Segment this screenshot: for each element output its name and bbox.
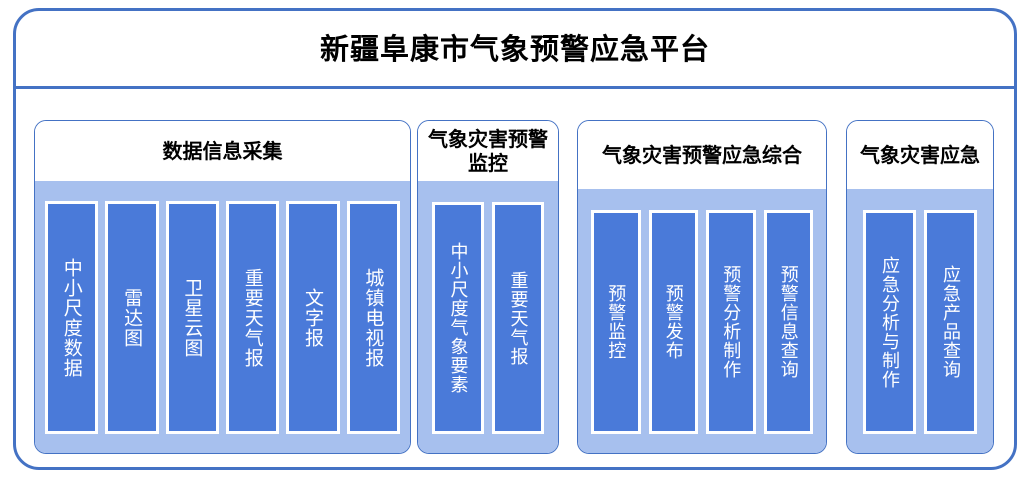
item-important-weather-report[interactable]: 重要天气报 bbox=[226, 201, 280, 434]
item-label: 预警监控 bbox=[605, 284, 627, 360]
item-text-report[interactable]: 文字报 bbox=[286, 201, 340, 434]
panel-title-disaster-emergency: 气象灾害应急 bbox=[847, 121, 993, 189]
item-label: 中小尺度数据 bbox=[60, 257, 83, 378]
item-town-tv-report[interactable]: 城镇电视报 bbox=[346, 201, 400, 434]
item-label: 应急产品查询 bbox=[940, 265, 962, 379]
panel-disaster-warning-monitoring[interactable]: 气象灾害预警监控 中小尺度气象要素 重要天气报 bbox=[417, 120, 559, 454]
panel-title-warning-emergency-integration: 气象灾害预警应急综合 bbox=[578, 121, 826, 189]
module-panels-row: 数据信息采集 中小尺度数据 雷达图 卫星云图 重要天气报 文字报 城 bbox=[13, 92, 1017, 470]
platform-title: 新疆阜康市气象预警应急平台 bbox=[13, 8, 1017, 89]
panel-body-warning-emergency-integration: 预警监控 预警发布 预警分析制作 预警信息查询 bbox=[578, 189, 826, 453]
panel-title-disaster-warning-monitoring: 气象灾害预警监控 bbox=[418, 121, 558, 181]
panel-body-data-collection: 中小尺度数据 雷达图 卫星云图 重要天气报 文字报 城镇电视报 bbox=[35, 181, 410, 453]
panel-body-disaster-warning-monitoring: 中小尺度气象要素 重要天气报 bbox=[418, 181, 558, 453]
item-label: 重要天气报 bbox=[241, 267, 264, 368]
panel-data-collection[interactable]: 数据信息采集 中小尺度数据 雷达图 卫星云图 重要天气报 文字报 城 bbox=[34, 120, 411, 454]
item-label: 中小尺度气象要素 bbox=[447, 242, 469, 394]
item-mesoscale-meteorological-elements[interactable]: 中小尺度气象要素 bbox=[432, 202, 484, 434]
item-label: 城镇电视报 bbox=[362, 267, 385, 368]
item-important-weather-report[interactable]: 重要天气报 bbox=[492, 202, 544, 434]
item-label: 卫星云图 bbox=[181, 277, 204, 358]
item-radar-chart[interactable]: 雷达图 bbox=[105, 201, 159, 434]
item-label: 预警信息查询 bbox=[777, 265, 799, 379]
item-warning-release[interactable]: 预警发布 bbox=[648, 210, 698, 434]
item-label: 预警发布 bbox=[662, 284, 684, 360]
item-warning-info-query[interactable]: 预警信息查询 bbox=[763, 210, 813, 434]
item-emergency-product-query[interactable]: 应急产品查询 bbox=[924, 210, 977, 434]
panel-title-data-collection: 数据信息采集 bbox=[35, 121, 410, 181]
item-warning-monitoring[interactable]: 预警监控 bbox=[591, 210, 641, 434]
item-label: 重要天气报 bbox=[507, 270, 529, 366]
panel-body-disaster-emergency: 应急分析与制作 应急产品查询 bbox=[847, 189, 993, 453]
item-label: 预警分析制作 bbox=[720, 265, 742, 379]
item-satellite-cloud-image[interactable]: 卫星云图 bbox=[165, 201, 219, 434]
item-label: 应急分析与制作 bbox=[879, 255, 901, 389]
panel-warning-emergency-integration[interactable]: 气象灾害预警应急综合 预警监控 预警发布 预警分析制作 预警信息查询 bbox=[577, 120, 827, 454]
item-label: 文字报 bbox=[302, 287, 325, 348]
panel-disaster-emergency[interactable]: 气象灾害应急 应急分析与制作 应急产品查询 bbox=[846, 120, 994, 454]
item-emergency-analysis-production[interactable]: 应急分析与制作 bbox=[863, 210, 916, 434]
item-mesoscale-data[interactable]: 中小尺度数据 bbox=[45, 201, 99, 434]
item-label: 雷达图 bbox=[121, 287, 144, 348]
item-warning-analysis-production[interactable]: 预警分析制作 bbox=[706, 210, 756, 434]
